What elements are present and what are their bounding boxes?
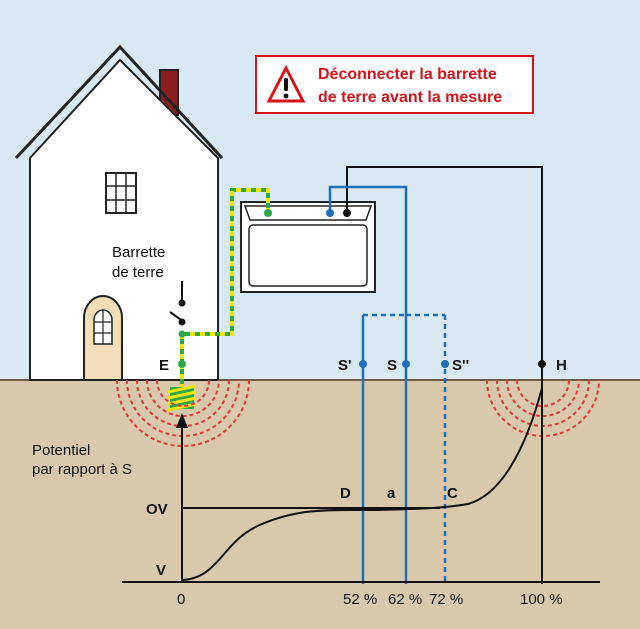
ground-background [0, 380, 640, 629]
tick-label-52: 52 % [343, 591, 377, 608]
earth-tester-device [240, 201, 376, 293]
house-roof-edge [14, 44, 224, 160]
graph-y-arrow [176, 413, 188, 428]
house-body [29, 58, 219, 381]
potentiel-label-line1: Potentiel [32, 442, 90, 459]
probe-s [402, 360, 410, 368]
label-a: a [387, 485, 396, 502]
label-c: C [447, 485, 458, 502]
barrette-label-line2: de terre [112, 264, 164, 281]
wire-h [346, 166, 543, 584]
potentiel-label-line2: par rapport à S [32, 461, 132, 478]
house-window [105, 172, 137, 214]
warning-triangle-icon [266, 64, 306, 103]
house [14, 44, 224, 381]
warning-line-2: de terre avant la mesure [318, 89, 502, 106]
warning-line-1: Déconnecter la barrette [318, 66, 497, 83]
tick-label-100: 100 % [520, 591, 563, 608]
label-d: D [340, 485, 351, 502]
probe-s-double [441, 360, 449, 368]
tick-label-72: 72 % [429, 591, 463, 608]
potential-curve [181, 387, 543, 581]
tick-label-0: 0 [177, 591, 185, 608]
house-door [83, 295, 123, 381]
probe-h [538, 360, 546, 368]
terminal-s [326, 209, 334, 217]
label-s: S [387, 357, 397, 374]
earth-wire [184, 188, 270, 336]
wire-s [328, 185, 408, 584]
barrette-label-line1: Barrette [112, 244, 165, 261]
earth-electrode [167, 384, 197, 412]
tick-label-62: 62 % [388, 591, 422, 608]
label-v: V [156, 562, 166, 579]
terminal-h [343, 209, 351, 217]
label-s-double: S'' [452, 357, 469, 374]
label-ov: OV [146, 501, 168, 518]
label-s-prime: S' [338, 357, 352, 374]
label-h: H [556, 357, 567, 374]
barrette-switch [169, 281, 186, 368]
probe-s-prime [359, 360, 367, 368]
label-e: E [159, 357, 169, 374]
warning-box: Déconnecter la barrette de terre avant l… [255, 55, 534, 114]
terminal-e [264, 209, 272, 217]
